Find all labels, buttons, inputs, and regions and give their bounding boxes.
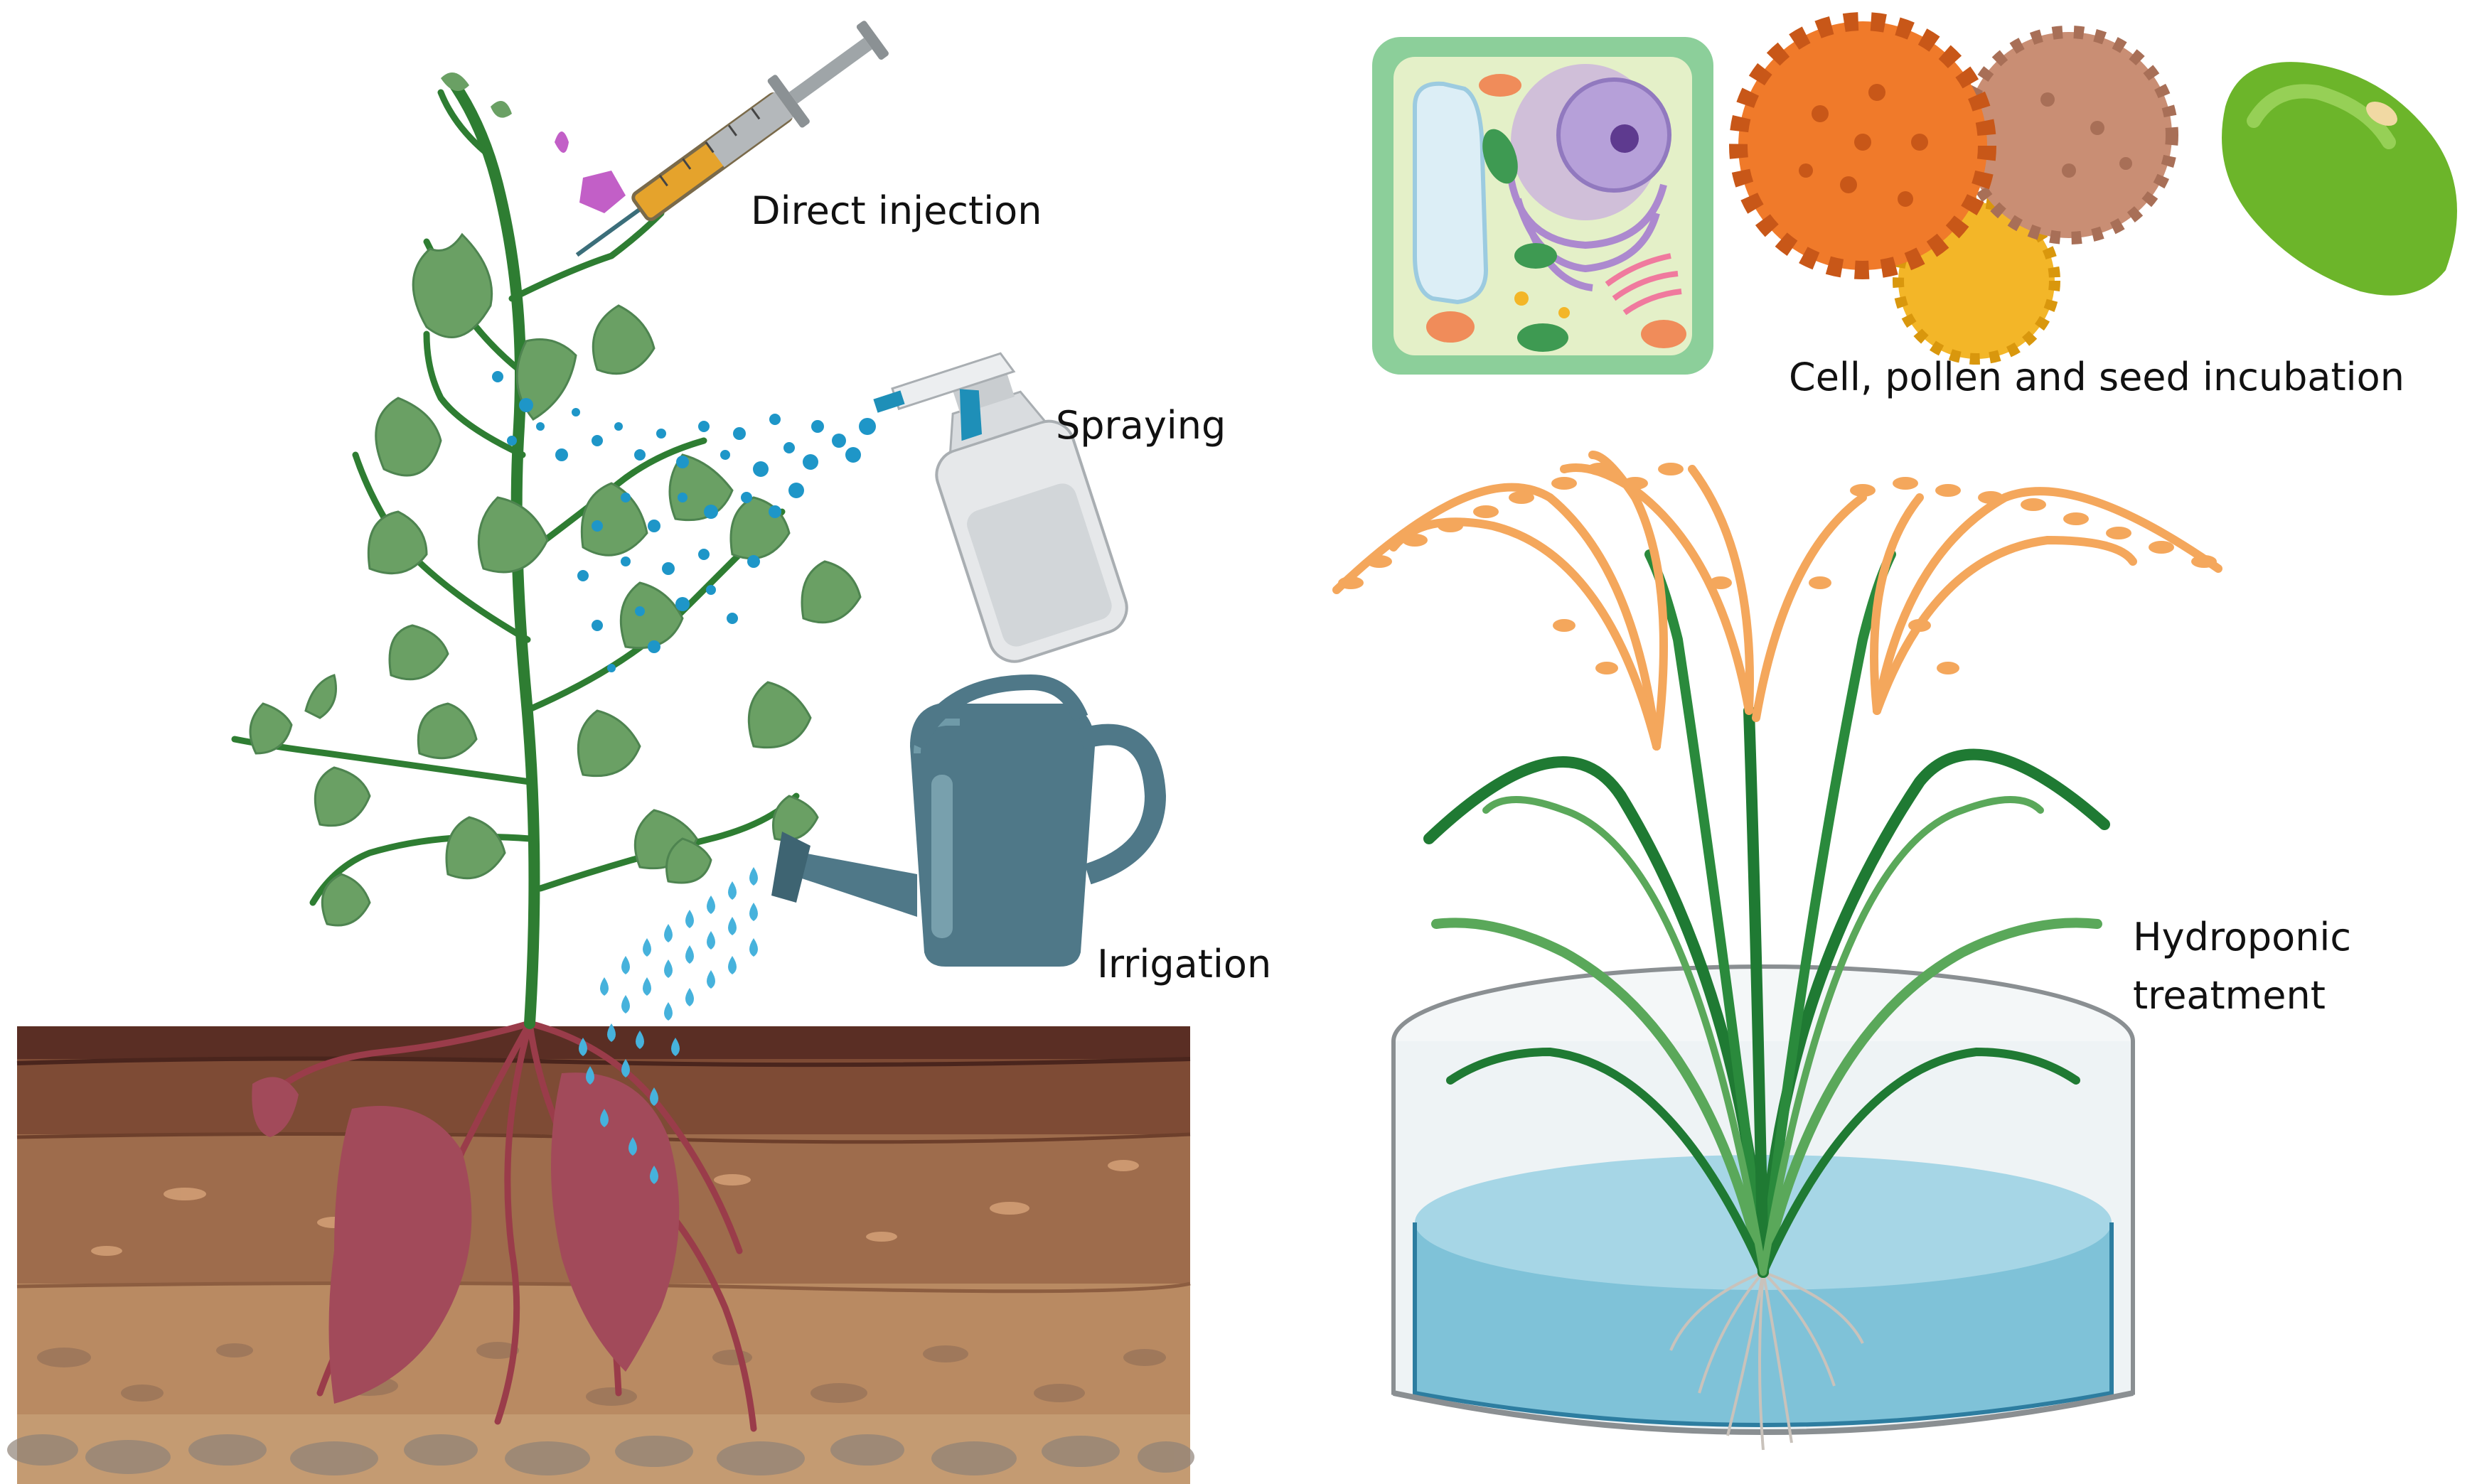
flower-icon — [555, 131, 626, 213]
plant-cell-icon — [1372, 37, 1713, 375]
seed-icon — [2222, 62, 2457, 296]
label-irrigation: Irrigation — [1097, 942, 1272, 986]
label-hydroponic-line2: treatment — [2133, 973, 2326, 1018]
spray-droplets — [492, 371, 876, 672]
watering-can-icon — [771, 674, 1167, 967]
hydroponic-container — [1391, 964, 2135, 1435]
label-spraying: Spraying — [1056, 403, 1226, 448]
label-incubation: Cell, pollen and seed incubation — [1789, 355, 2404, 399]
irrigation-water-drops — [579, 867, 758, 1184]
label-hydroponic-line1: Hydroponic — [2133, 915, 2352, 959]
syringe-icon — [575, 21, 889, 257]
spray-bottle-icon — [873, 352, 1128, 663]
sweet-potato-plant — [231, 72, 862, 1432]
pollen-grains-icon — [1729, 12, 2178, 365]
rice-plant — [1332, 451, 2222, 1451]
label-direct-injection: Direct injection — [751, 188, 1042, 233]
label-hydroponic-treatment: Hydroponic treatment — [2133, 908, 2431, 1025]
